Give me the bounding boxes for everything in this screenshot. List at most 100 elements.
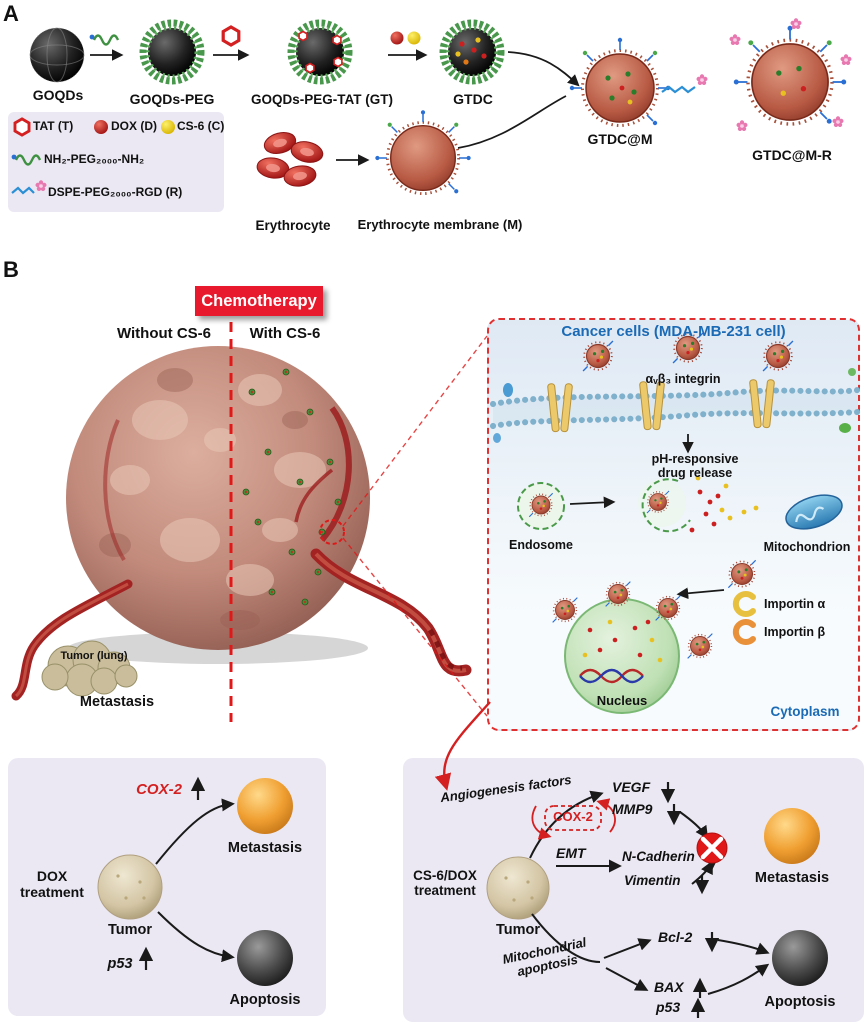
ph-release-line1: pH-responsive xyxy=(651,452,739,466)
nucleus-icon xyxy=(564,598,680,714)
nanoparticle-icon xyxy=(551,596,579,624)
ion-icon xyxy=(493,433,501,443)
right-cox2-label: COX-2 xyxy=(553,809,593,824)
right-apoptosis-label: Apoptosis xyxy=(764,994,836,1010)
dna-icon xyxy=(579,668,644,684)
dox-treatment-line2: treatment xyxy=(20,883,84,900)
importin-alpha-icon xyxy=(732,591,756,617)
legend-box xyxy=(8,112,224,212)
goqds-peg-tat-sphere-icon xyxy=(291,23,349,81)
legend-peg-label: NH₂-PEG₂₀₀₀-NH₂ xyxy=(44,152,145,166)
nucleus-label: Nucleus xyxy=(596,693,648,708)
nanoparticle-icon xyxy=(727,559,757,589)
tumor-sphere-icon xyxy=(486,856,550,920)
ncadherin-label: N-Cadherin xyxy=(622,849,695,864)
right-p53-label: p53 xyxy=(656,999,681,1015)
peg-squiggle-icon xyxy=(14,154,42,166)
chemotherapy-banner: Chemotherapy xyxy=(195,286,323,316)
nanoparticle-icon xyxy=(582,340,614,372)
label-gtdc-m-r: GTDC@M-R xyxy=(752,147,832,163)
right-tumor-label: Tumor xyxy=(495,922,541,938)
apoptosis-sphere-icon xyxy=(772,930,828,986)
cs6-ball-icon xyxy=(407,31,421,45)
cs6-dox-line1: CS-6/DOX xyxy=(413,868,477,883)
apoptosis-sphere-icon xyxy=(237,930,293,986)
legend-tat-label: TAT (T) xyxy=(33,119,74,133)
dox-ball-icon xyxy=(390,31,404,45)
nanoparticle-icon xyxy=(686,632,714,660)
legend-dspe-label: DSPE-PEG₂₀₀₀-RGD (R) xyxy=(48,185,183,199)
tumor-illustration xyxy=(11,335,488,717)
cs6-dox-line2: treatment xyxy=(414,883,476,899)
without-cs6-label: Without CS-6 xyxy=(116,325,211,342)
burst-vesicle-icon xyxy=(638,475,759,533)
left-pathway-art xyxy=(97,776,293,986)
vegf-label: VEGF xyxy=(612,779,651,795)
cs6-dox-treatment-label: CS-6/DOX treatment xyxy=(404,868,486,898)
integrin-label: αᵥβ₃ integrin xyxy=(645,372,721,386)
label-goqds: GOQDs xyxy=(32,87,84,103)
right-pathway-art xyxy=(486,782,828,1018)
tat-hexagon-icon xyxy=(13,117,31,137)
mitochondrion-icon xyxy=(785,494,843,530)
ph-release-label: pH-responsive drug release xyxy=(630,452,760,480)
importin-beta-icon xyxy=(732,619,756,645)
label-gtdc: GTDC xyxy=(453,91,493,107)
endosome-icon xyxy=(517,482,565,530)
gtdc-m-r-sphere-icon xyxy=(729,18,852,131)
metastasis-main-label: Metastasis xyxy=(79,694,155,710)
erythrocyte-cells-icon xyxy=(255,128,326,189)
endosome-label: Endosome xyxy=(509,538,573,552)
nanoparticle-icon xyxy=(654,594,682,622)
cytoplasm-label: Cytoplasm xyxy=(770,704,840,719)
bcl2-label: Bcl-2 xyxy=(658,929,693,945)
label-erythrocyte-membrane: Erythrocyte membrane (M) xyxy=(357,217,523,232)
dox-treatment-label: DOX treatment xyxy=(8,868,96,900)
left-apoptosis-label: Apoptosis xyxy=(229,992,301,1008)
merge-arrows xyxy=(457,51,580,149)
right-metastasis-label: Metastasis xyxy=(754,870,830,886)
bax-label: BAX xyxy=(654,979,684,995)
with-cs6-label: With CS-6 xyxy=(249,325,321,342)
mitochondrion-label: Mitochondrion xyxy=(763,540,851,554)
ion-icon xyxy=(839,423,851,433)
cox2-dashed-box xyxy=(544,805,602,831)
label-goqds-peg-tat: GOQDs-PEG-TAT (GT) xyxy=(251,92,393,107)
nanoparticle-icon xyxy=(762,340,794,372)
arrow-nuclear-import xyxy=(676,587,725,600)
label-erythrocyte: Erythrocyte xyxy=(255,218,331,233)
legend-cs6-label: CS-6 (C) xyxy=(177,119,225,133)
importin-beta-label: Importin β xyxy=(764,625,826,639)
arrow-inset-to-pathway xyxy=(434,701,491,791)
importin-alpha-label: Importin α xyxy=(764,597,826,611)
rgd-squiggle-icon xyxy=(661,74,708,94)
blocked-icon xyxy=(696,832,728,864)
goqds-sphere-icon xyxy=(29,27,85,83)
arrow-goqds-to-peg xyxy=(89,34,124,61)
arrow-peg-to-tat xyxy=(213,25,250,61)
mmp9-label: MMP9 xyxy=(612,801,653,817)
panel-b-label: B xyxy=(3,257,19,282)
label-goqds-peg: GOQDs-PEG xyxy=(129,91,215,107)
ph-release-line2: drug release xyxy=(657,466,733,480)
emt-label: EMT xyxy=(556,845,586,861)
arrow-tat-to-gtdc xyxy=(388,31,428,61)
gtdc-m-sphere-icon xyxy=(568,36,672,127)
left-metastasis-label: Metastasis xyxy=(227,840,303,856)
inset-title: Cancer cells (MDA-MB-231 cell) xyxy=(561,323,786,340)
tumor-lung-label: Tumor (lung) xyxy=(60,650,128,662)
label-gtdc-m: GTDC@M xyxy=(587,131,653,147)
legend-dox-label: DOX (D) xyxy=(111,119,157,133)
dox-ball-icon xyxy=(94,120,108,134)
metastasis-sphere-icon xyxy=(764,808,820,864)
cs6-ball-icon xyxy=(161,120,175,134)
goqds-peg-sphere-icon xyxy=(143,23,201,81)
tumor-sphere-icon xyxy=(97,854,163,920)
integrin-icon xyxy=(547,379,775,433)
dspe-squiggle-icon xyxy=(11,186,35,195)
vimentin-label: Vimentin xyxy=(624,873,681,888)
left-tumor-label: Tumor xyxy=(107,922,153,938)
left-p53-label: p53 xyxy=(107,956,133,972)
